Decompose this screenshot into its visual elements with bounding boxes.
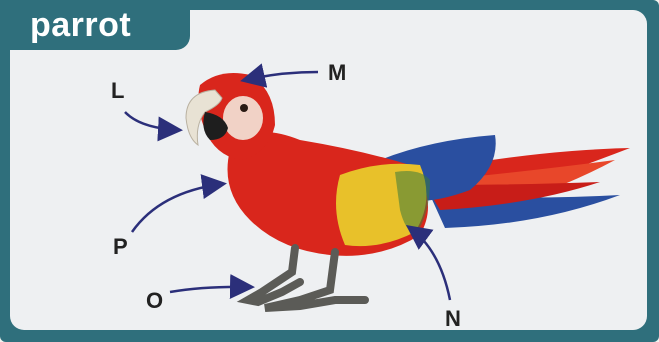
parrot-eye (240, 104, 248, 112)
parrot-face-patch (223, 96, 263, 140)
label-n: N (445, 306, 461, 331)
arrow-m (245, 72, 318, 80)
label-p: P (113, 234, 128, 259)
parrot-legs (248, 248, 365, 308)
arrow-p (132, 184, 222, 232)
label-l: L (111, 78, 124, 103)
arrow-n (410, 228, 450, 300)
label-m: M (328, 60, 346, 85)
label-o: O (146, 288, 163, 313)
arrow-o (170, 287, 250, 292)
arrow-l (125, 112, 178, 130)
